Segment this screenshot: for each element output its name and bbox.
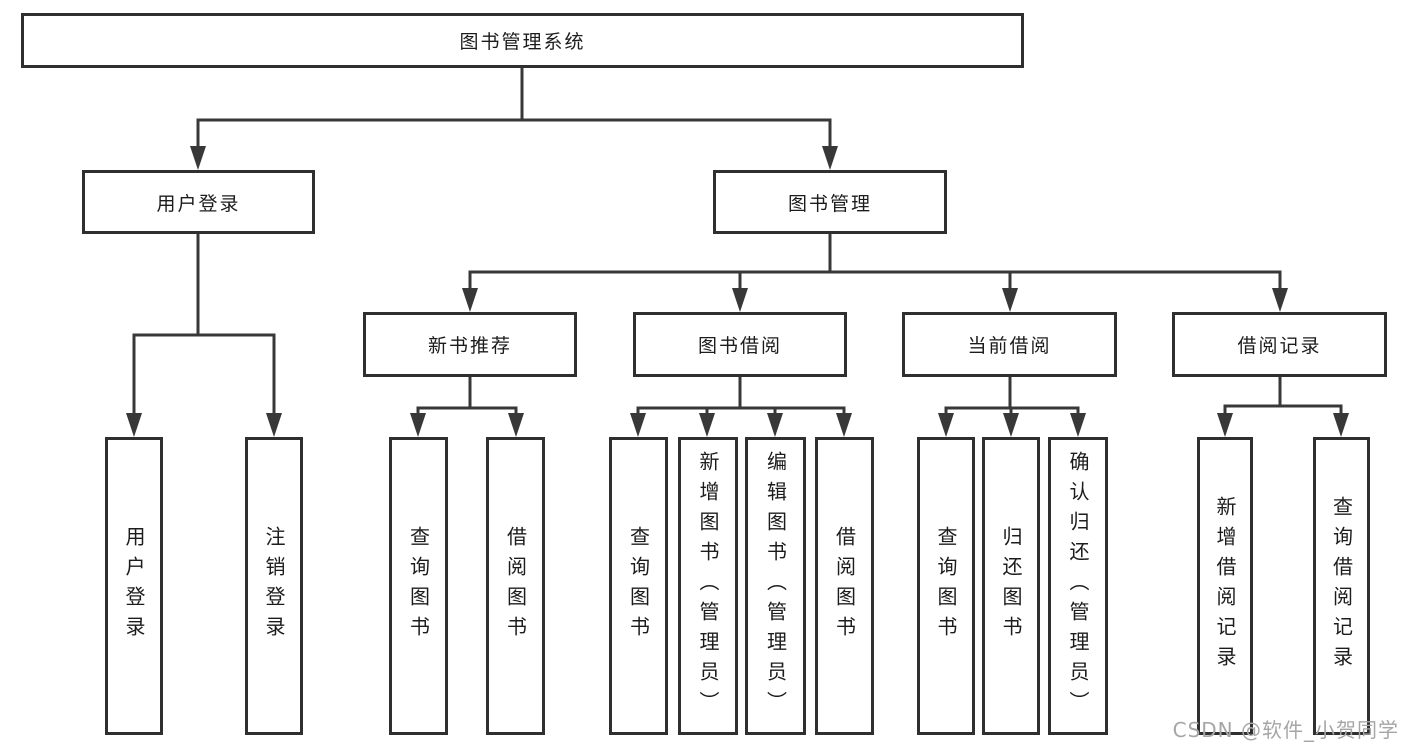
arrowhead-icon bbox=[732, 288, 748, 312]
arrowhead-icon bbox=[1217, 413, 1233, 437]
leaf-query-books-recommend: 查询图书 bbox=[389, 437, 448, 735]
node-label: 借阅记录 bbox=[1237, 335, 1322, 357]
node-borrow-records: 借阅记录 bbox=[1172, 312, 1387, 377]
leaf-edit-book-admin: 编辑图书（管理员） bbox=[745, 437, 806, 735]
leaf-label: 归还图书 bbox=[999, 526, 1023, 646]
node-library-system: 图书管理系统 bbox=[21, 13, 1024, 68]
arrowhead-icon bbox=[266, 413, 282, 437]
node-new-book-recommend: 新书推荐 bbox=[363, 312, 577, 377]
arrowhead-icon bbox=[1272, 288, 1288, 312]
arrowhead-icon bbox=[836, 413, 852, 437]
leaf-label: 查询借阅记录 bbox=[1329, 496, 1354, 676]
leaf-user-login: 用户登录 bbox=[105, 437, 163, 735]
node-current-borrow: 当前借阅 bbox=[902, 312, 1117, 377]
leaf-label: 借阅图书 bbox=[832, 526, 857, 646]
leaf-label: 确认归还（管理员） bbox=[1066, 451, 1090, 721]
node-label: 新书推荐 bbox=[427, 335, 512, 357]
leaf-borrow-books: 借阅图书 bbox=[815, 437, 874, 735]
arrowhead-icon bbox=[1003, 413, 1019, 437]
arrowhead-icon bbox=[1002, 288, 1018, 312]
arrowhead-icon bbox=[410, 413, 426, 437]
leaf-label: 查询图书 bbox=[406, 526, 431, 646]
leaf-label: 查询图书 bbox=[626, 526, 651, 646]
leaf-query-books-borrow: 查询图书 bbox=[609, 437, 668, 735]
arrowhead-icon bbox=[1070, 413, 1086, 437]
arrowhead-icon bbox=[1333, 413, 1349, 437]
arrowhead-icon bbox=[630, 413, 646, 437]
leaf-query-books-current: 查询图书 bbox=[917, 437, 975, 735]
node-user-login: 用户登录 bbox=[82, 170, 315, 234]
node-label: 当前借阅 bbox=[967, 335, 1052, 357]
arrowhead-icon bbox=[126, 413, 142, 437]
leaf-label: 查询图书 bbox=[934, 526, 958, 646]
leaf-label: 新增图书（管理员） bbox=[696, 451, 720, 721]
arrowhead-icon bbox=[190, 146, 206, 170]
arrowhead-icon bbox=[462, 288, 478, 312]
leaf-logout: 注销登录 bbox=[245, 437, 303, 735]
leaf-confirm-return-admin: 确认归还（管理员） bbox=[1048, 437, 1108, 735]
arrowhead-icon bbox=[767, 413, 783, 437]
leaf-add-book-admin: 新增图书（管理员） bbox=[678, 437, 738, 735]
leaf-label: 借阅图书 bbox=[503, 526, 528, 646]
arrowhead-icon bbox=[822, 146, 838, 170]
arrowhead-icon bbox=[699, 413, 715, 437]
node-book-management: 图书管理 bbox=[713, 170, 947, 234]
leaf-query-borrow-record: 查询借阅记录 bbox=[1313, 437, 1370, 735]
node-label: 图书借阅 bbox=[697, 335, 782, 357]
leaf-add-borrow-record: 新增借阅记录 bbox=[1197, 437, 1253, 735]
leaf-label: 注销登录 bbox=[262, 526, 286, 646]
leaf-label: 用户登录 bbox=[122, 526, 146, 646]
leaf-borrow-books-recommend: 借阅图书 bbox=[486, 437, 545, 735]
arrowhead-icon bbox=[938, 413, 954, 437]
leaf-label: 新增借阅记录 bbox=[1213, 496, 1237, 676]
node-label: 图书管理 bbox=[787, 192, 872, 215]
node-book-borrow: 图书借阅 bbox=[633, 312, 847, 377]
node-label: 图书管理系统 bbox=[459, 31, 586, 53]
leaf-label: 编辑图书（管理员） bbox=[763, 451, 788, 721]
watermark-text: CSDN @软件_小贺同学 bbox=[1172, 718, 1399, 742]
node-label: 用户登录 bbox=[156, 192, 241, 215]
arrowhead-icon bbox=[508, 413, 524, 437]
leaf-return-books: 归还图书 bbox=[982, 437, 1040, 735]
